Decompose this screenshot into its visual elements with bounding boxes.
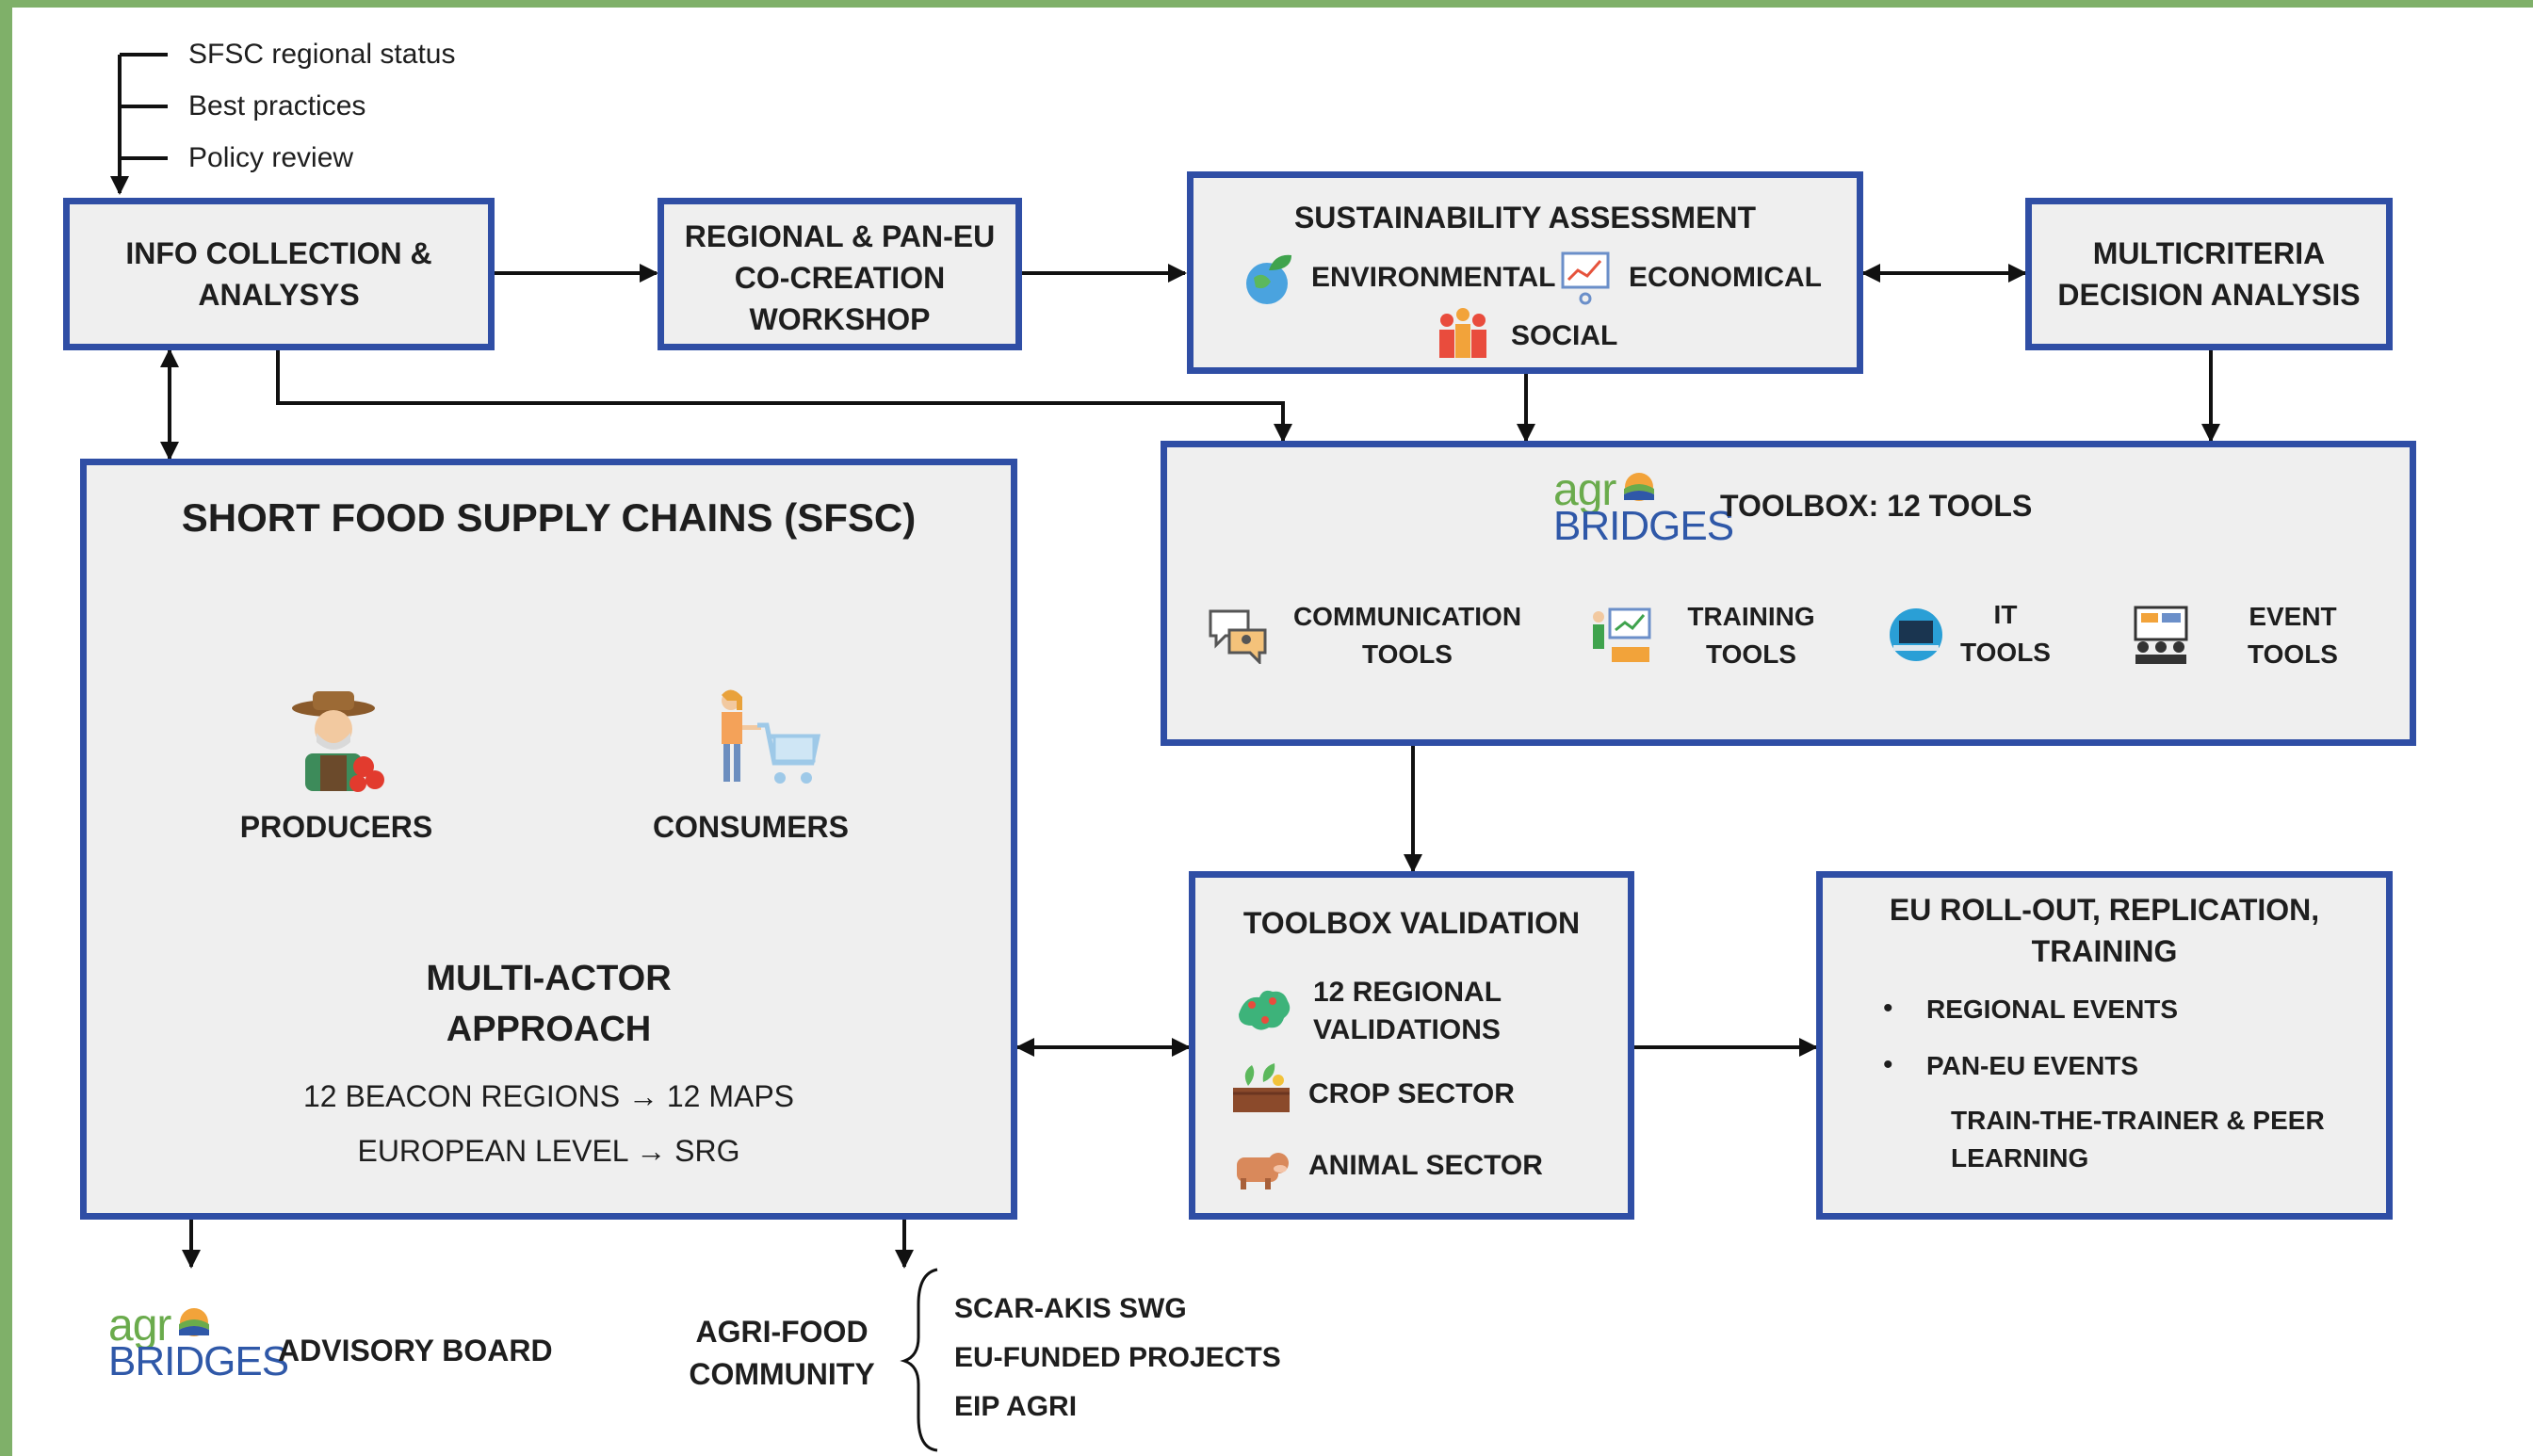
sustainability-social: SOCIAL [1511, 320, 1618, 351]
community-brace [900, 1268, 938, 1452]
workshop-box: REGIONAL & PAN-EU CO-CREATION WORKSHOP [658, 198, 1022, 350]
it-tools-line1: IT [1993, 600, 2018, 629]
sustainability-box: SUSTAINABILITY ASSESSMENT ENVIRONMENTAL … [1187, 171, 1863, 374]
validation-regional-line2: VALIDATIONS [1313, 1014, 1501, 1045]
info-collection-line2: ANALYSYS [198, 278, 360, 312]
logo-bridges-text: BRIDGES [1553, 503, 1734, 549]
community-member-eu-funded: EU-FUNDED PROJECTS [954, 1342, 1281, 1373]
sustainability-economical: ECONOMICAL [1629, 262, 1822, 293]
advisory-logo-sun-mark [178, 1308, 209, 1336]
rollout-box: EU ROLL-OUT, REPLICATION, TRAINING • REG… [1816, 871, 2393, 1220]
beacon-regions-text: 12 BEACON REGIONS → 12 MAPS [302, 1079, 795, 1113]
input-sfsc-status: SFSC regional status [188, 39, 456, 70]
community-member-eip: EIP AGRI [954, 1391, 1078, 1422]
rollout-train-line2: LEARNING [1951, 1143, 2089, 1173]
toolbox-title: TOOLBOX: 12 TOOLS [1720, 489, 2033, 523]
rollout-regional-events: REGIONAL EVENTS [1926, 995, 2179, 1024]
validation-title: TOOLBOX VALIDATION [1242, 906, 1581, 940]
crop-icon [1233, 1063, 1290, 1112]
community-member-scar: SCAR-AKIS SWG [954, 1293, 1187, 1324]
training-tools-line1: TRAINING [1687, 602, 1815, 631]
community-line2: COMMUNITY [689, 1357, 875, 1391]
arrow-info-to-toolbox [276, 350, 1292, 443]
mcda-line1: MULTICRITERIA [2092, 236, 2326, 270]
info-collection-line1: INFO COLLECTION & [125, 236, 432, 270]
advisory-logo-bridges-text: BRIDGES [108, 1338, 289, 1384]
europe-map-icon [1239, 990, 1291, 1030]
workshop-line3: WORKSHOP [749, 302, 931, 336]
input-best-practices: Best practices [188, 90, 366, 121]
consumers-label: CONSUMERS [652, 810, 849, 844]
mcda-line2: DECISION ANALYSIS [2057, 278, 2361, 312]
farmer-icon [292, 691, 384, 792]
sustainability-environmental: ENVIRONMENTAL [1311, 262, 1556, 293]
approach-line1: MULTI-ACTOR [426, 959, 672, 998]
validation-regional-line1: 12 REGIONAL [1313, 977, 1502, 1008]
rollout-pan-eu-events: PAN-EU EVENTS [1926, 1051, 2139, 1080]
mcda-box: MULTICRITERIA DECISION ANALYSIS [2025, 198, 2393, 350]
workshop-line1: REGIONAL & PAN-EU [684, 219, 996, 253]
top-frame-bar [0, 0, 2533, 8]
consumer-cart-icon [722, 689, 821, 784]
it-tools-line2: TOOLS [1960, 638, 2051, 667]
advisory-board-label: ADVISORY BOARD [278, 1334, 553, 1367]
training-tools-line2: TOOLS [1706, 639, 1796, 669]
event-tools-line1: EVENT [2249, 602, 2337, 631]
rollout-bullet-dot-2: • [1883, 1049, 1893, 1080]
economic-chart-icon [1561, 251, 1610, 305]
input-policy-review: Policy review [188, 142, 354, 173]
validation-crop-sector: CROP SECTOR [1308, 1078, 1515, 1109]
rollout-bullet-dot-1: • [1883, 993, 1893, 1024]
info-collection-box: INFO COLLECTION & ANALYSYS [63, 198, 495, 350]
validation-animal-sector: ANIMAL SECTOR [1308, 1150, 1543, 1181]
toolbox-validation-box: TOOLBOX VALIDATION 12 REGIONAL VALIDATIO… [1189, 871, 1634, 1220]
laptop-icon [1890, 608, 1942, 661]
approach-line2: APPROACH [446, 1010, 652, 1049]
community-line1: AGRI-FOOD [695, 1315, 869, 1349]
sustainability-title: SUSTAINABILITY ASSESSMENT [1293, 201, 1757, 235]
workshop-line2: CO-CREATION [734, 261, 946, 295]
producers-label: PRODUCERS [239, 810, 433, 844]
european-level-text: EUROPEAN LEVEL → SRG [357, 1134, 740, 1168]
rollout-train-line1: TRAIN-THE-TRAINER & PEER [1951, 1106, 2325, 1135]
event-icon [2134, 606, 2188, 664]
event-tools-line2: TOOLS [2248, 639, 2338, 669]
toolbox-logo: agr BRIDGES [1553, 464, 1734, 550]
speech-bubbles-icon [1209, 609, 1267, 664]
rollout-title-line2: TRAINING [2031, 934, 2178, 968]
toolbox-box: agr BRIDGES TOOLBOX: 12 TOOLS COMMUNICAT… [1161, 441, 2416, 746]
sfsc-title: SHORT FOOD SUPPLY CHAINS (SFSC) [181, 495, 917, 540]
communication-tools-line1: COMMUNICATION [1292, 602, 1522, 631]
communication-tools-line2: TOOLS [1362, 639, 1453, 669]
logo-agr-text: agr [1553, 465, 1616, 515]
advisory-logo: agr BRIDGES [108, 1300, 289, 1385]
earth-plant-icon [1246, 254, 1291, 304]
left-frame-bar [0, 0, 12, 1456]
advisory-logo-agr-text: agr [108, 1301, 171, 1351]
training-icon [1593, 607, 1651, 662]
social-people-icon [1439, 308, 1486, 358]
rollout-title-line1: EU ROLL-OUT, REPLICATION, [1889, 893, 2320, 927]
animal-icon [1237, 1153, 1289, 1189]
logo-sun-mark [1623, 473, 1654, 501]
sfsc-box: SHORT FOOD SUPPLY CHAINS (SFSC) PRODUCER… [80, 459, 1017, 1220]
